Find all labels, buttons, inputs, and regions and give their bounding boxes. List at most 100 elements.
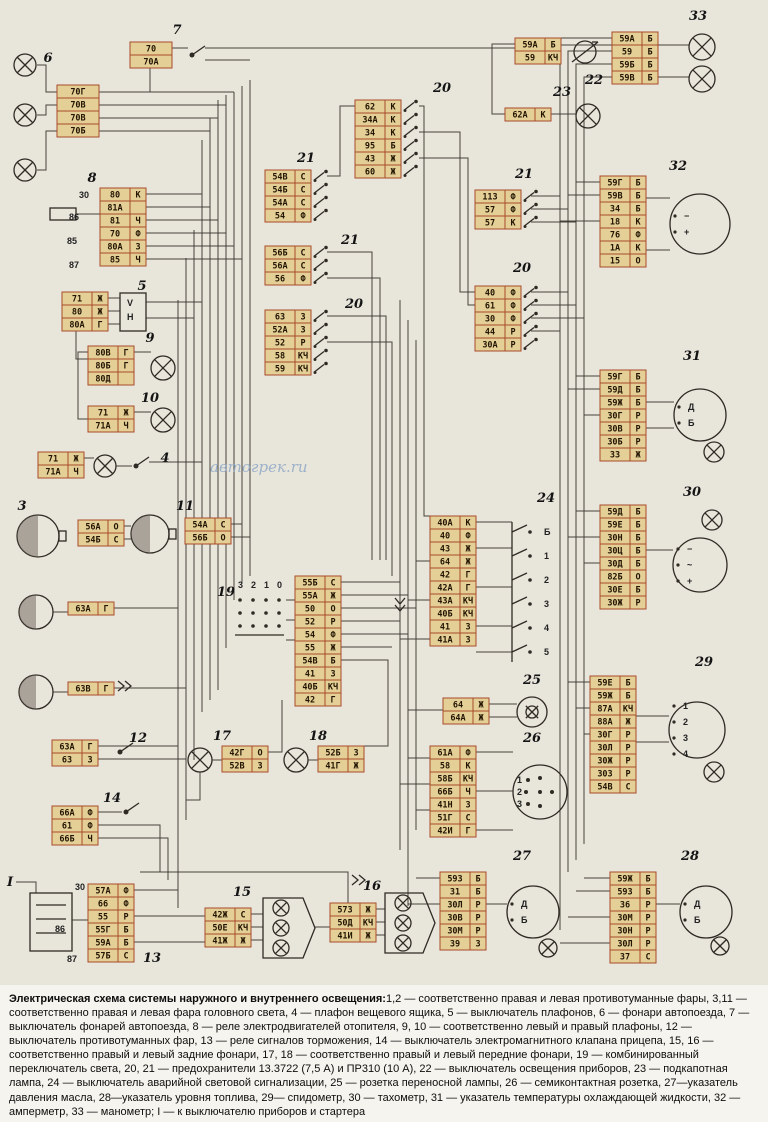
wire-code: 71А — [45, 468, 60, 478]
caption-body: 1,2 — соответственно правая и левая прот… — [9, 993, 750, 1118]
gauge-terminal-label: + — [687, 576, 692, 586]
color-cell — [294, 271, 312, 286]
socket-pin — [526, 802, 530, 806]
wire-color-code: Ж — [97, 295, 103, 305]
switch-contact — [238, 611, 242, 615]
wire-code: 66Б — [437, 788, 452, 798]
switch-lever — [119, 742, 134, 753]
gauge-33-lamp-2 — [688, 65, 716, 93]
wire-color-code: Б — [123, 926, 128, 936]
wire-code: 70А — [143, 58, 158, 68]
wire-code: 59З — [617, 888, 632, 898]
wire-code: 56 — [275, 275, 285, 285]
fuse-contact — [313, 218, 317, 221]
contact-number: 4 — [544, 623, 549, 633]
wire-color-code: С — [123, 952, 128, 962]
wire — [98, 824, 161, 872]
contact-point — [528, 650, 532, 654]
wire-code: 59Ж — [617, 875, 633, 885]
gauge-dial — [679, 885, 733, 939]
wire-code: 54В — [597, 783, 612, 793]
relay-13 — [29, 892, 73, 952]
fuse-contact — [523, 347, 527, 350]
socket-pin — [524, 790, 528, 794]
wire-color-code: Б — [123, 939, 128, 949]
switch-12 — [117, 742, 134, 755]
color-cell — [347, 758, 365, 773]
terminal-cell — [56, 123, 100, 138]
contact-blade — [511, 524, 528, 533]
wire-color-code: Б — [550, 41, 555, 51]
wire-color-code: Ф — [510, 315, 516, 325]
lamp-filament — [692, 37, 712, 57]
wire-color-code: Ж — [465, 545, 471, 555]
contact-number: Б — [544, 527, 551, 537]
wire-color-code: Б — [635, 547, 640, 557]
wire-color-code: Ж — [330, 592, 336, 602]
wire-color-code: КЧ — [298, 352, 308, 362]
wire-code: 63 — [275, 313, 285, 323]
headlamp-3 — [16, 514, 67, 558]
wire-color-code: Б — [635, 560, 640, 570]
road-train-lamp-3 — [13, 158, 37, 182]
wire-code: 66Б — [59, 835, 74, 845]
wire-color-code: О — [220, 534, 225, 544]
gauge-31-lamp — [703, 441, 725, 463]
wire-code: 43 — [440, 545, 450, 555]
wire-code: 55Б — [302, 579, 317, 589]
wire-code: 30Г — [597, 731, 612, 741]
fuse-contact — [523, 334, 527, 337]
gauge-terminal — [677, 421, 681, 425]
socket-icon — [516, 696, 548, 728]
wire-color-code: Б — [645, 888, 650, 898]
wire-color-code: Б — [635, 399, 640, 409]
wire — [327, 277, 381, 560]
portable-lamp-socket-25 — [516, 696, 548, 728]
wire — [98, 837, 169, 880]
wire-color-code: Ж — [465, 558, 471, 568]
component-number-25: 25 — [522, 673, 541, 688]
wire-code: 61 — [62, 822, 72, 832]
feed-label: I — [6, 875, 14, 890]
fuse-icon — [314, 197, 325, 207]
wire-color-code: Ф — [510, 302, 516, 312]
lamp-icon — [394, 934, 412, 952]
wire-code: 62А — [512, 111, 527, 121]
wire-color-code: З — [465, 623, 470, 633]
glovebox-lamp-4 — [93, 454, 117, 478]
wire — [583, 76, 612, 300]
wire-color-code: С — [300, 173, 305, 183]
wire-code: 43А — [437, 597, 452, 607]
component-number-5: 5 — [137, 279, 146, 294]
component-number-20b: 20 — [344, 297, 363, 312]
wire-code: 59Д — [607, 508, 622, 518]
wire-color-code: З — [475, 940, 480, 950]
wire-code: 81 — [110, 217, 120, 227]
gauge-terminal-label: Д — [688, 402, 695, 412]
lamp-icon — [13, 53, 37, 77]
wire-code: 52А — [272, 326, 287, 336]
wire-color-code: С — [240, 911, 245, 921]
wire-code: 41А — [437, 636, 452, 646]
wire-code: 59З — [447, 875, 462, 885]
color-cell — [214, 530, 232, 545]
wire — [491, 43, 515, 115]
wire-color-code: Б — [635, 534, 640, 544]
gauge-terminal-label: − — [684, 211, 689, 221]
wire-color-code: Ф — [465, 532, 471, 542]
wire-code: 54 — [305, 631, 315, 641]
wire — [268, 700, 283, 753]
fuse-contact — [324, 335, 328, 340]
wire-code: 30Ц — [607, 547, 622, 557]
harness-chevron — [351, 874, 367, 886]
wire-color-code: Б — [647, 61, 652, 71]
relay-8-coil — [49, 207, 77, 221]
component-number-20a: 20 — [432, 81, 451, 96]
gauge-terminal-label: − — [687, 544, 692, 554]
wire-code: 30Б — [607, 438, 622, 448]
component-number-29: 29 — [694, 655, 713, 670]
component-number-11: 11 — [176, 499, 194, 514]
wire-code: 85 — [110, 256, 120, 266]
